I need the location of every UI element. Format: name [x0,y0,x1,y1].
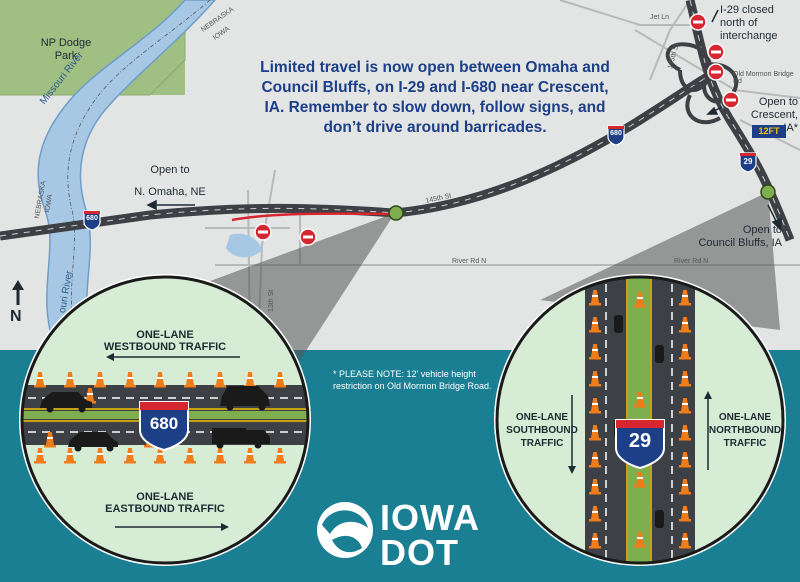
callout-open-omaha-1: Open to [150,164,190,176]
left-inset [19,274,311,566]
right-inset [494,274,786,566]
sb-label-3: TRAFFIC [520,438,564,449]
closure-signs [254,13,740,246]
height-badge: 12FT [752,125,786,138]
shield-i29-small: 29 [743,157,753,166]
nb-label-2: NORTHBOUND [708,425,782,436]
left-cars [40,386,270,452]
marker-i680 [388,205,404,221]
street-river-rd-2: River Rd N [674,258,709,265]
callout-i29-closed: I-29 closed north of interchange [720,4,778,42]
shield-i680-big: 680 [149,414,179,433]
pond [226,233,262,258]
shield-i680-small: 680 [86,215,98,222]
eb-label-2: EASTBOUND TRAFFIC [105,503,225,515]
closed-segment [231,212,396,222]
wb-label-2: WESTBOUND TRAFFIC [103,341,227,353]
marker-i29 [760,184,776,200]
nb-label-3: TRAFFIC [723,438,767,449]
street-old-mormon: Old Mormon Bridge Rd [733,71,794,85]
shield-i29-big: 29 [628,430,652,452]
park-label: NP Dodge Park [40,37,92,62]
logo-dot: DOT [380,532,459,573]
nb-label-1: ONE-LANE [718,412,772,423]
height-note: * PLEASE NOTE: 12’ vehicle height restri… [333,369,492,391]
compass-n: N [10,308,22,325]
callout-open-cb-1: Open to [742,224,782,236]
iowa-dot-swirl [317,502,373,558]
logo-iowa: IOWA [380,497,480,538]
sb-label-1: ONE-LANE [515,412,569,423]
street-13th: 13th St [268,289,275,312]
street-jet-ln: Jet Ln [650,14,670,21]
callout-open-crescent: Open to Crescent, IA* [750,96,798,134]
sb-label-2: SOUTHBOUND [506,425,578,436]
shield-i680-small-2: 680 [610,130,622,137]
highway-i680-lines [0,69,721,237]
small-shields [83,125,757,231]
callout-open-omaha-2: N. Omaha, NE [134,186,206,198]
wb-label-1: ONE-LANE [136,329,194,341]
callout-open-cb-2: Council Bluffs, IA [698,237,782,249]
street-river-rd-1: River Rd N [452,258,487,265]
arrows [146,9,782,231]
state-line [67,0,211,331]
compass-arrow [12,280,24,305]
headline: Limited travel is now open between Omaha… [260,59,610,136]
eb-label-1: ONE-LANE [136,491,194,503]
